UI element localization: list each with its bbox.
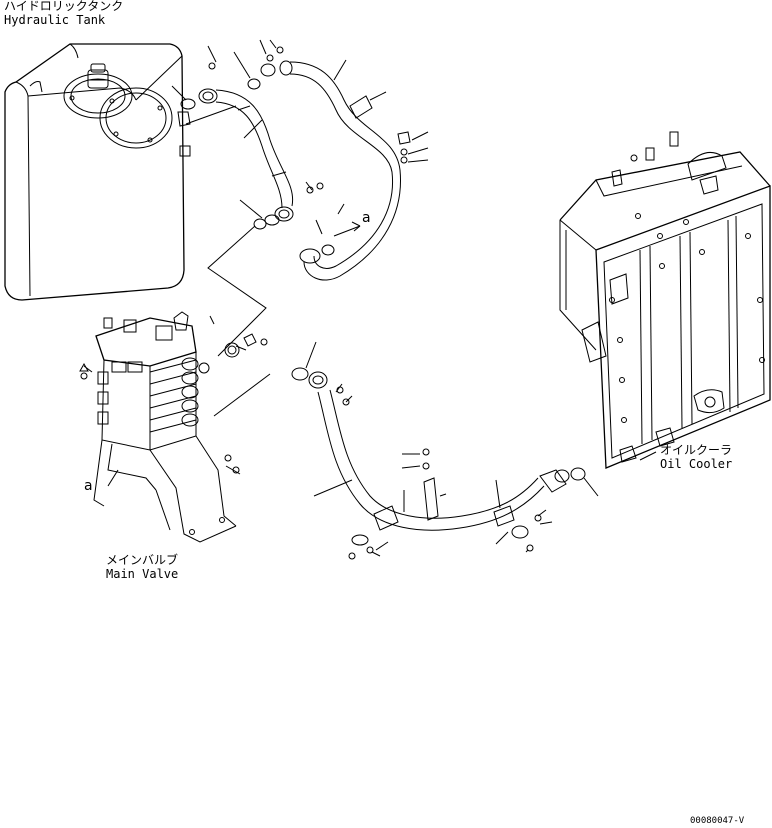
clamped-hose [279, 60, 411, 281]
main-valve-label-jp: メインバルブ [106, 553, 179, 567]
hydraulic-tank-label-en: Hydraulic Tank [4, 13, 106, 27]
main-valve [79, 311, 268, 543]
reference-a-bottom: a [84, 478, 93, 494]
hydraulic-tank-label-jp: ハイドロリックタンク [4, 0, 124, 13]
leader-lines [83, 39, 657, 557]
connection-lines [185, 105, 271, 417]
hydraulic-tank [4, 43, 191, 301]
oil-cooler-label-jp: オイルクーラ [660, 443, 733, 457]
main-valve-label-en: Main Valve [106, 567, 179, 581]
oil-cooler-label-en: Oil Cooler [660, 457, 733, 471]
reference-a-top: a [362, 210, 371, 226]
tank-return-hose [180, 46, 324, 230]
oil-cooler [559, 131, 771, 469]
drawing-number: 00080047-V [690, 816, 745, 826]
cooler-supply-hose [291, 367, 586, 560]
